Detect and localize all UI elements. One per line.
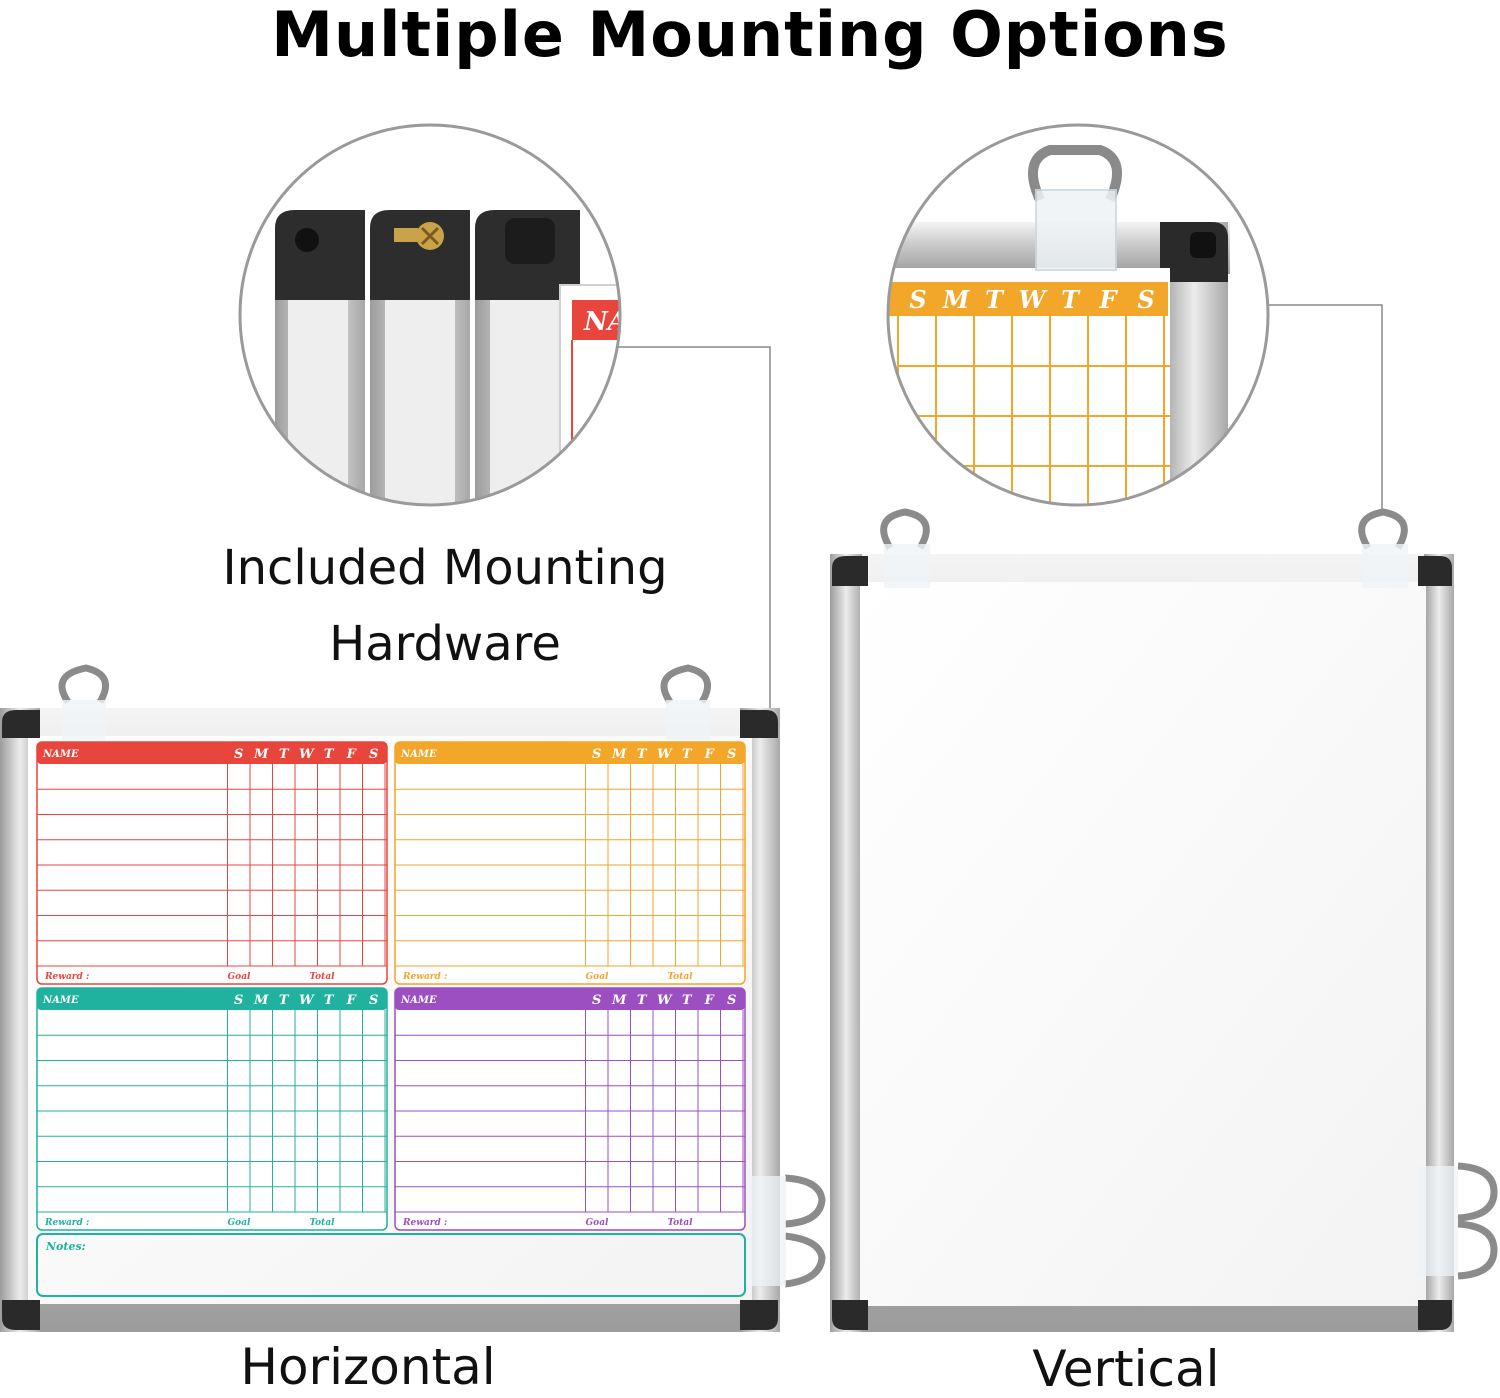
day-label: T bbox=[279, 993, 290, 1008]
notes-label: Notes: bbox=[45, 1240, 86, 1253]
day-label: S bbox=[727, 747, 736, 762]
day-label: S bbox=[592, 747, 601, 762]
panel-border bbox=[394, 741, 746, 985]
day-label: F bbox=[346, 747, 357, 762]
day-label: F bbox=[704, 747, 715, 762]
total-label: Total bbox=[668, 1218, 694, 1228]
day-label: S bbox=[369, 993, 378, 1008]
panel-border bbox=[36, 741, 388, 985]
leader-line-left bbox=[618, 346, 771, 712]
total-label: Total bbox=[668, 972, 694, 982]
zoom-day-label: T bbox=[985, 285, 1005, 314]
day-label: W bbox=[657, 747, 673, 762]
caption-horizontal: Horizontal bbox=[240, 1338, 496, 1396]
day-label: T bbox=[682, 993, 693, 1008]
day-label: W bbox=[657, 993, 673, 1008]
panel-header bbox=[395, 988, 745, 1010]
label-line-1: Included Mounting bbox=[222, 540, 668, 596]
total-label: Total bbox=[310, 1218, 336, 1228]
day-label: S bbox=[234, 993, 243, 1008]
page-title: Multiple Mounting Options bbox=[271, 0, 1229, 71]
day-label: T bbox=[637, 747, 648, 762]
goal-label: Goal bbox=[228, 972, 252, 982]
panel-border bbox=[36, 987, 388, 1231]
panel-border bbox=[394, 987, 746, 1231]
day-label: S bbox=[234, 747, 243, 762]
zoom-day-label: F bbox=[1098, 285, 1118, 314]
zoom-day-label: T bbox=[1061, 285, 1081, 314]
day-label: S bbox=[592, 993, 601, 1008]
day-label: T bbox=[324, 993, 335, 1008]
zoom-name-fragment: NA bbox=[583, 307, 628, 337]
day-label: S bbox=[369, 747, 378, 762]
panel-header bbox=[37, 988, 387, 1010]
panel-header bbox=[395, 742, 745, 764]
day-label: M bbox=[253, 993, 269, 1008]
zoom-day-label: S bbox=[1137, 285, 1154, 314]
day-label: F bbox=[704, 993, 715, 1008]
day-label: F bbox=[346, 993, 357, 1008]
zoom-circle-hardware-ring bbox=[238, 123, 622, 507]
day-label: W bbox=[299, 993, 315, 1008]
zoom-day-label: M bbox=[942, 285, 971, 314]
name-label: NAME bbox=[400, 995, 437, 1006]
zoom-day-label: S bbox=[909, 285, 926, 314]
day-label: T bbox=[279, 747, 290, 762]
reward-label: Reward : bbox=[44, 1218, 89, 1228]
panel-header bbox=[37, 742, 387, 764]
goal-label: Goal bbox=[228, 1218, 252, 1228]
day-label: M bbox=[611, 993, 627, 1008]
caption-vertical: Vertical bbox=[1032, 1340, 1220, 1398]
day-label: M bbox=[611, 747, 627, 762]
name-label: NAME bbox=[400, 749, 437, 760]
total-label: Total bbox=[310, 972, 336, 982]
name-label: NAME bbox=[42, 749, 79, 760]
goal-label: Goal bbox=[586, 972, 610, 982]
day-label: T bbox=[324, 747, 335, 762]
reward-label: Reward : bbox=[402, 972, 447, 982]
day-label: M bbox=[253, 747, 269, 762]
reward-label: Reward : bbox=[44, 972, 89, 982]
notes-box bbox=[36, 1233, 746, 1297]
reward-label: Reward : bbox=[402, 1218, 447, 1228]
label-line-2: Hardware bbox=[329, 616, 561, 672]
day-label: W bbox=[299, 747, 315, 762]
mounting-hardware-label: Included Mounting Hardware bbox=[160, 530, 730, 682]
leader-line-right bbox=[1268, 304, 1383, 515]
goal-label: Goal bbox=[586, 1218, 610, 1228]
day-label: T bbox=[637, 993, 648, 1008]
name-label: NAME bbox=[42, 995, 79, 1006]
vertical-whiteboard bbox=[830, 508, 1498, 1332]
day-label: S bbox=[727, 993, 736, 1008]
zoom-circle-hardware: NA bbox=[240, 125, 628, 505]
zoom-day-label: W bbox=[1019, 285, 1048, 314]
zoom-circle-dring-ring bbox=[886, 123, 1270, 507]
day-label: T bbox=[682, 747, 693, 762]
